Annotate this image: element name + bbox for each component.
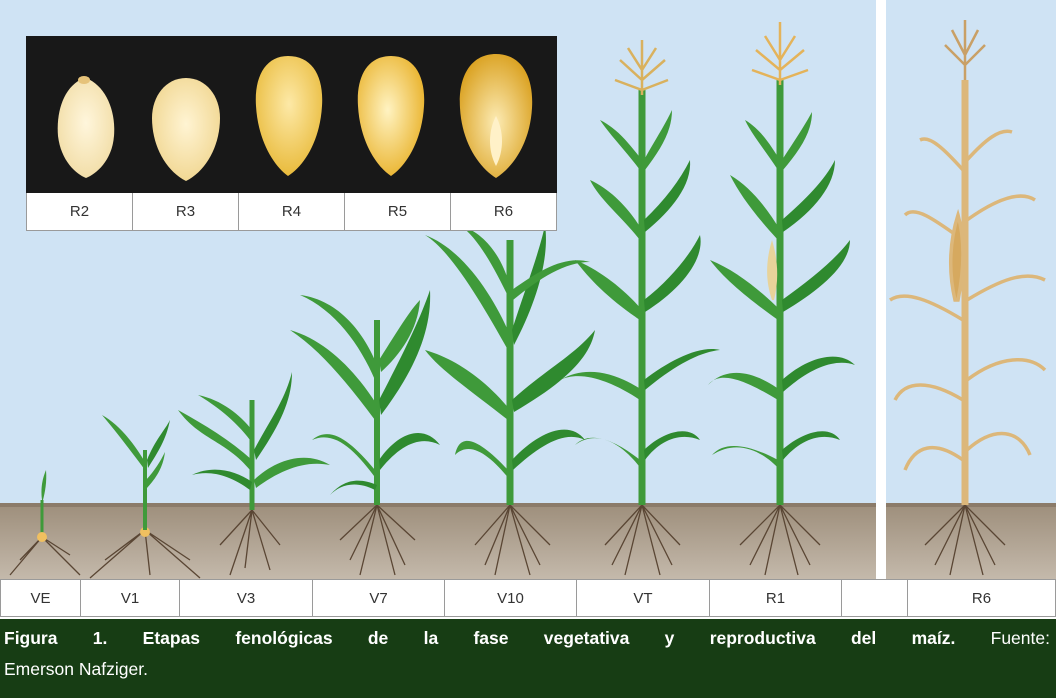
stage-label-r1: R1 bbox=[709, 579, 841, 617]
stage-label-blank bbox=[841, 579, 907, 617]
caption-title: Figura 1. Etapas fenológicas de la fase … bbox=[4, 628, 955, 648]
caption-source-label: Fuente: bbox=[955, 628, 1050, 648]
kernel-label-r5: R5 bbox=[345, 193, 451, 231]
stage-label-v10: V10 bbox=[444, 579, 576, 617]
stage-label-r6: R6 bbox=[907, 579, 1056, 617]
figure-caption: Figura 1. Etapas fenológicas de la fase … bbox=[0, 619, 1056, 698]
kernel-r5 bbox=[358, 56, 424, 176]
kernels bbox=[26, 36, 557, 193]
kernel-r4 bbox=[256, 56, 322, 176]
kernel-r6 bbox=[460, 54, 532, 178]
kernel-label-r6: R6 bbox=[451, 193, 557, 231]
stage-label-v1: V1 bbox=[80, 579, 179, 617]
caption-line-1: Figura 1. Etapas fenológicas de la fase … bbox=[4, 623, 1050, 654]
stage-label-v7: V7 bbox=[312, 579, 444, 617]
kernel-label-r2: R2 bbox=[26, 193, 133, 231]
caption-author: Emerson Nafziger. bbox=[4, 659, 148, 679]
sky-background-r6 bbox=[886, 0, 1056, 579]
kernel-r2 bbox=[58, 76, 115, 178]
kernel-label-r3: R3 bbox=[133, 193, 239, 231]
kernel-r3 bbox=[152, 78, 220, 181]
stage-label-v3: V3 bbox=[179, 579, 312, 617]
stage-label-vt: VT bbox=[576, 579, 709, 617]
stage-label-ve: VE bbox=[0, 579, 80, 617]
kernel-label-r4: R4 bbox=[239, 193, 345, 231]
